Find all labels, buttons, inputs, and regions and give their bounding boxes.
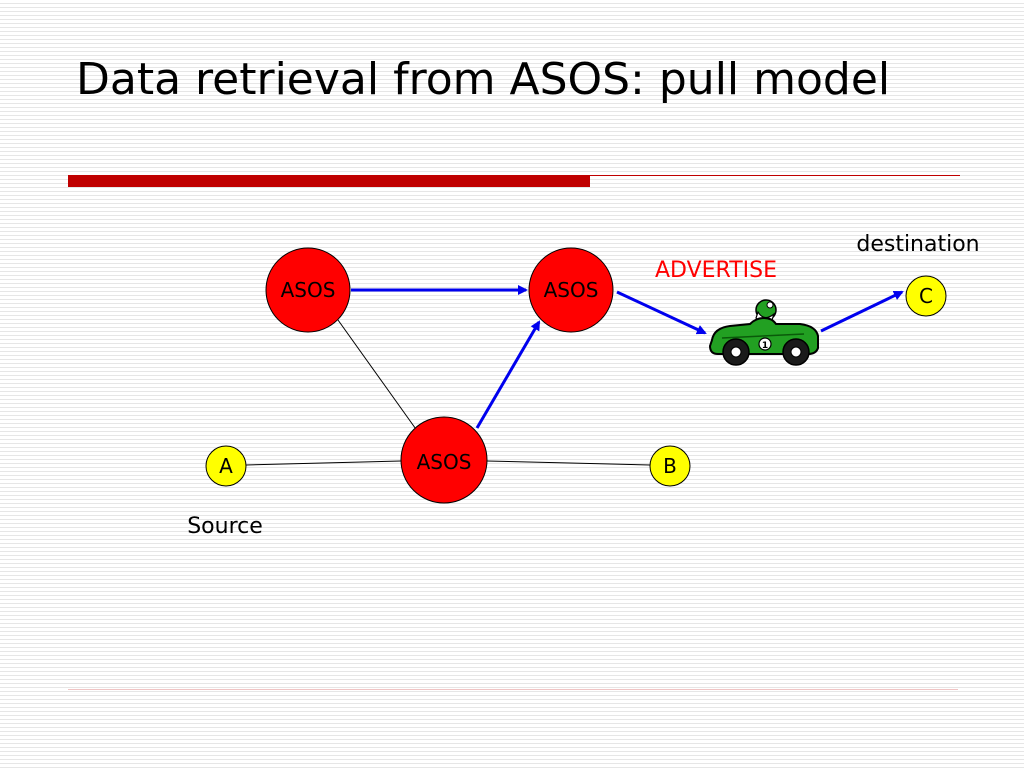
advertise-label: ADVERTISE bbox=[655, 258, 777, 283]
link-a-to-asos-bottom bbox=[245, 460, 402, 466]
endpoint-node-a-label: A bbox=[219, 454, 233, 478]
car-stripe bbox=[721, 333, 805, 339]
link-asos-left-to-asos-bottom bbox=[337, 319, 419, 433]
link-asos-bottom-to-b bbox=[486, 460, 651, 466]
title-underline-thick bbox=[68, 175, 590, 187]
asos-node-middle-label: ASOS bbox=[544, 278, 599, 302]
car-hubcap-front bbox=[790, 346, 802, 358]
car-number: 1 bbox=[762, 341, 768, 351]
arrow-car-to-c bbox=[820, 290, 904, 333]
footer-rule bbox=[68, 689, 958, 690]
asos-node-middle-circle bbox=[528, 247, 614, 333]
endpoint-node-a-circle bbox=[205, 445, 247, 487]
arrow-asos-bottom-to-asos-mid bbox=[475, 320, 541, 429]
endpoint-node-a: A bbox=[205, 445, 247, 487]
endpoint-node-c: C bbox=[905, 275, 947, 317]
helmet-badge bbox=[766, 301, 774, 309]
car-number-badge bbox=[758, 337, 772, 351]
asos-node-bottom-label: ASOS bbox=[417, 450, 472, 474]
car-hubcap-rear bbox=[730, 346, 742, 358]
asos-node-left-circle bbox=[265, 247, 351, 333]
endpoint-node-b-circle bbox=[649, 445, 691, 487]
asos-node-bottom: ASOS bbox=[400, 416, 488, 504]
asos-node-bottom-circle bbox=[400, 416, 488, 504]
source-caption: Source bbox=[187, 514, 263, 539]
arrow-asos-mid-to-car bbox=[616, 290, 707, 335]
title-underline-thin bbox=[590, 175, 960, 176]
asos-node-left-label: ASOS bbox=[281, 278, 336, 302]
slide-title: Data retrieval from ASOS: pull model bbox=[76, 54, 891, 105]
asos-node-left: ASOS bbox=[265, 247, 351, 333]
endpoint-node-b: B bbox=[649, 445, 691, 487]
endpoint-node-c-label: C bbox=[919, 284, 933, 308]
destination-caption: destination bbox=[856, 232, 979, 257]
endpoint-node-b-label: B bbox=[663, 454, 677, 478]
race-car-icon: 1 bbox=[708, 299, 819, 366]
endpoint-node-c-circle bbox=[905, 275, 947, 317]
asos-node-middle: ASOS bbox=[528, 247, 614, 333]
